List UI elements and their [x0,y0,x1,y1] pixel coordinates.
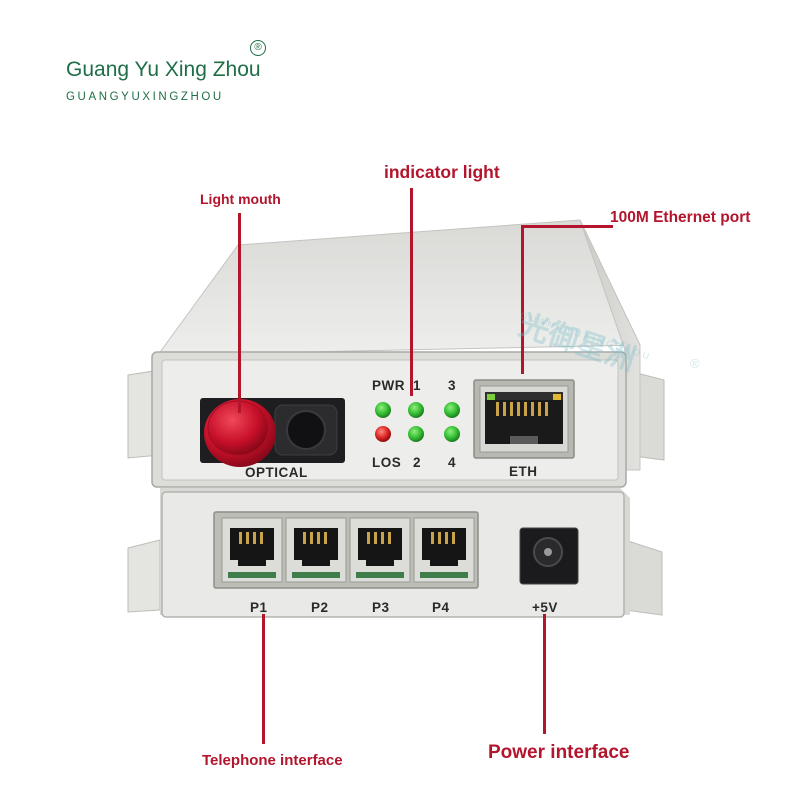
led-label-los: LOS [372,455,402,470]
right-mounting-ear-lower [624,539,663,616]
led-label-2: 2 [413,455,422,470]
led-pwr [375,402,391,418]
callout-line-telephone [262,614,265,744]
led-label-3: 3 [448,378,457,393]
callout-line-power [543,614,546,734]
led-3 [444,402,460,418]
phone-jack-p2 [285,517,347,583]
callout-ethernet-port: 100M Ethernet port [610,209,751,226]
phone-jack-p3 [349,517,411,583]
led-label-4: 4 [448,455,457,470]
led-1 [408,402,424,418]
led-4 [444,426,460,442]
power-label: +5V [532,600,558,615]
port-label-p4: P4 [432,600,450,615]
callout-light-mouth: Light mouth [200,191,281,207]
port-label-p1: P1 [250,600,268,615]
lower-unit [127,488,663,618]
callout-indicator-light: indicator light [384,162,500,182]
led-2 [408,426,424,442]
callout-line-ethernet [521,226,524,374]
callout-power-interface: Power interface [488,742,630,763]
optical-label: OPTICAL [245,465,308,480]
led-label-1: 1 [413,378,422,393]
led-los [375,426,391,442]
callout-telephone-interface: Telephone interface [202,752,343,769]
led-label-pwr: PWR [372,378,405,393]
callout-line-indicator [410,188,413,396]
brand-subtitle: GUANGYUXINGZHOU [66,91,224,103]
upper-unit [127,219,665,488]
registered-mark: ® [250,40,266,56]
eth-label: ETH [509,464,538,479]
port-label-p2: P2 [311,600,329,615]
phone-jack-p4 [413,517,475,583]
left-mounting-ear-lower [127,539,161,613]
port-label-p3: P3 [372,600,390,615]
phone-jack-p1 [221,517,283,583]
watermark-reg: ® [690,356,700,371]
brand-name: Guang Yu Xing Zhou [66,58,261,81]
callout-line-light-mouth [238,213,241,413]
